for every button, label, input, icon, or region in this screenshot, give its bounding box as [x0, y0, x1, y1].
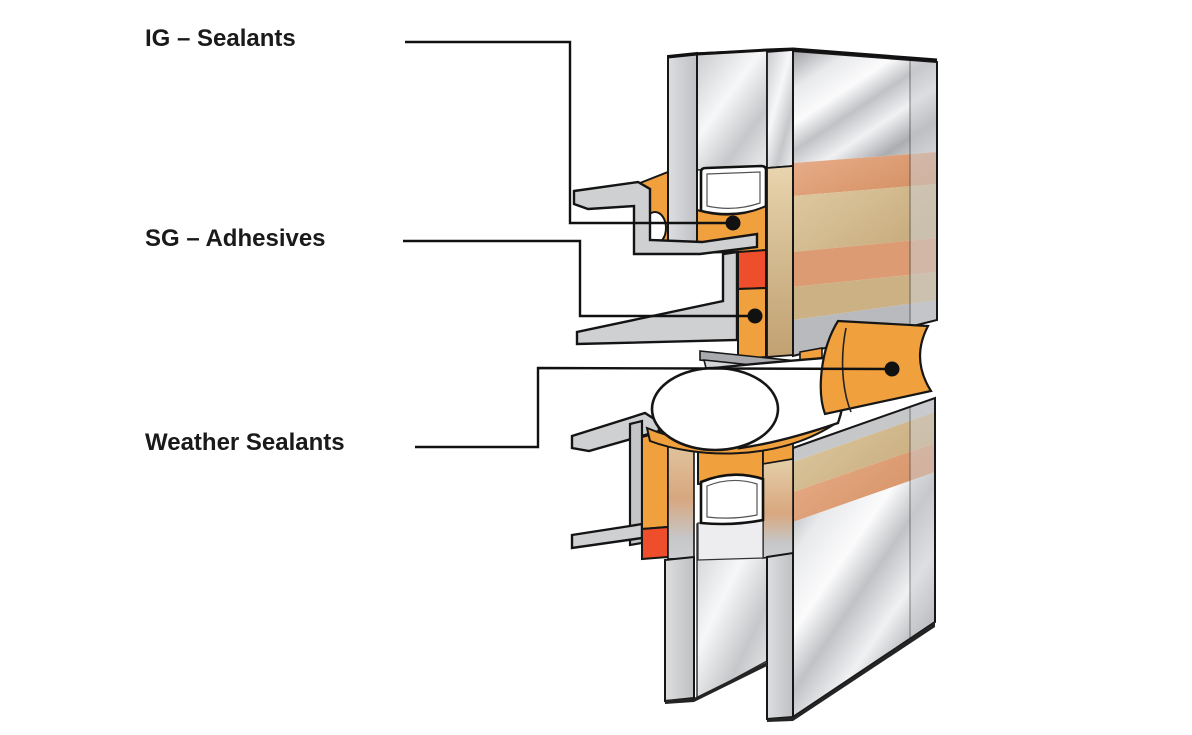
leader-weather-sealants — [415, 366, 893, 449]
upper-mullion-top-arm — [572, 180, 759, 256]
upper-band-tan-1 — [793, 184, 937, 252]
upper-glass-side-face — [793, 51, 937, 163]
upper-top-edge — [667, 47, 938, 62]
upper-band-salmon-1 — [793, 152, 937, 196]
lower-below-spacer-face — [697, 519, 764, 561]
upper-glass-side-outline — [792, 49, 938, 358]
upper-band-tan-2 — [793, 272, 937, 320]
upper-inner-glass-pane-edge — [667, 51, 698, 253]
leader-dot-ig-sealants — [725, 215, 741, 231]
backer-rod-end — [650, 366, 780, 452]
lower-ig-spacer-inner-line — [706, 479, 758, 519]
lower-tan-strip-right — [762, 458, 794, 559]
glazing-joint — [645, 319, 933, 455]
callout-leaders — [403, 40, 900, 449]
lower-ig-spacer — [699, 473, 765, 526]
upper-outer-pane-front-silver — [766, 49, 794, 169]
upper-band-salmon-2 — [793, 238, 937, 287]
upper-air-gap-face — [696, 49, 768, 171]
upper-ig-spacer-inner-line — [706, 171, 761, 209]
lower-inner-pane-bottom-edge — [665, 662, 767, 704]
leader-dot-sg-adhesives — [747, 308, 763, 324]
weather-sealant — [819, 319, 933, 416]
sg-adhesive-red-block — [737, 248, 767, 291]
label-ig-sealants: IG – Sealants — [145, 25, 296, 52]
upper-glass-right-edge-face — [909, 58, 938, 328]
lower-inner-glass-pane-edge — [664, 555, 695, 703]
leader-sg-adhesives — [403, 239, 755, 318]
upper-mullion-lower-arm — [575, 250, 739, 346]
weather-sealant-seam — [841, 327, 852, 413]
leader-dot-weather-sealants — [884, 361, 900, 377]
leader-ig-sealants — [405, 40, 733, 225]
lower-adhesive-red-block — [641, 525, 669, 561]
lower-band-tan — [793, 412, 935, 492]
lower-glass-top-edge-band — [793, 398, 935, 462]
lower-outer-glass-pane-edge — [766, 551, 794, 721]
label-sg-adhesives: SG – Adhesives — [145, 225, 326, 252]
lower-band-salmon — [793, 443, 935, 522]
sg-adhesive-orange-block — [737, 286, 767, 361]
lower-glass-side-face — [793, 472, 935, 717]
label-weather-sealants: Weather Sealants — [145, 429, 345, 456]
lower-glass-right-edge-face — [909, 397, 936, 641]
upper-outer-pane-front-tan — [766, 165, 794, 358]
